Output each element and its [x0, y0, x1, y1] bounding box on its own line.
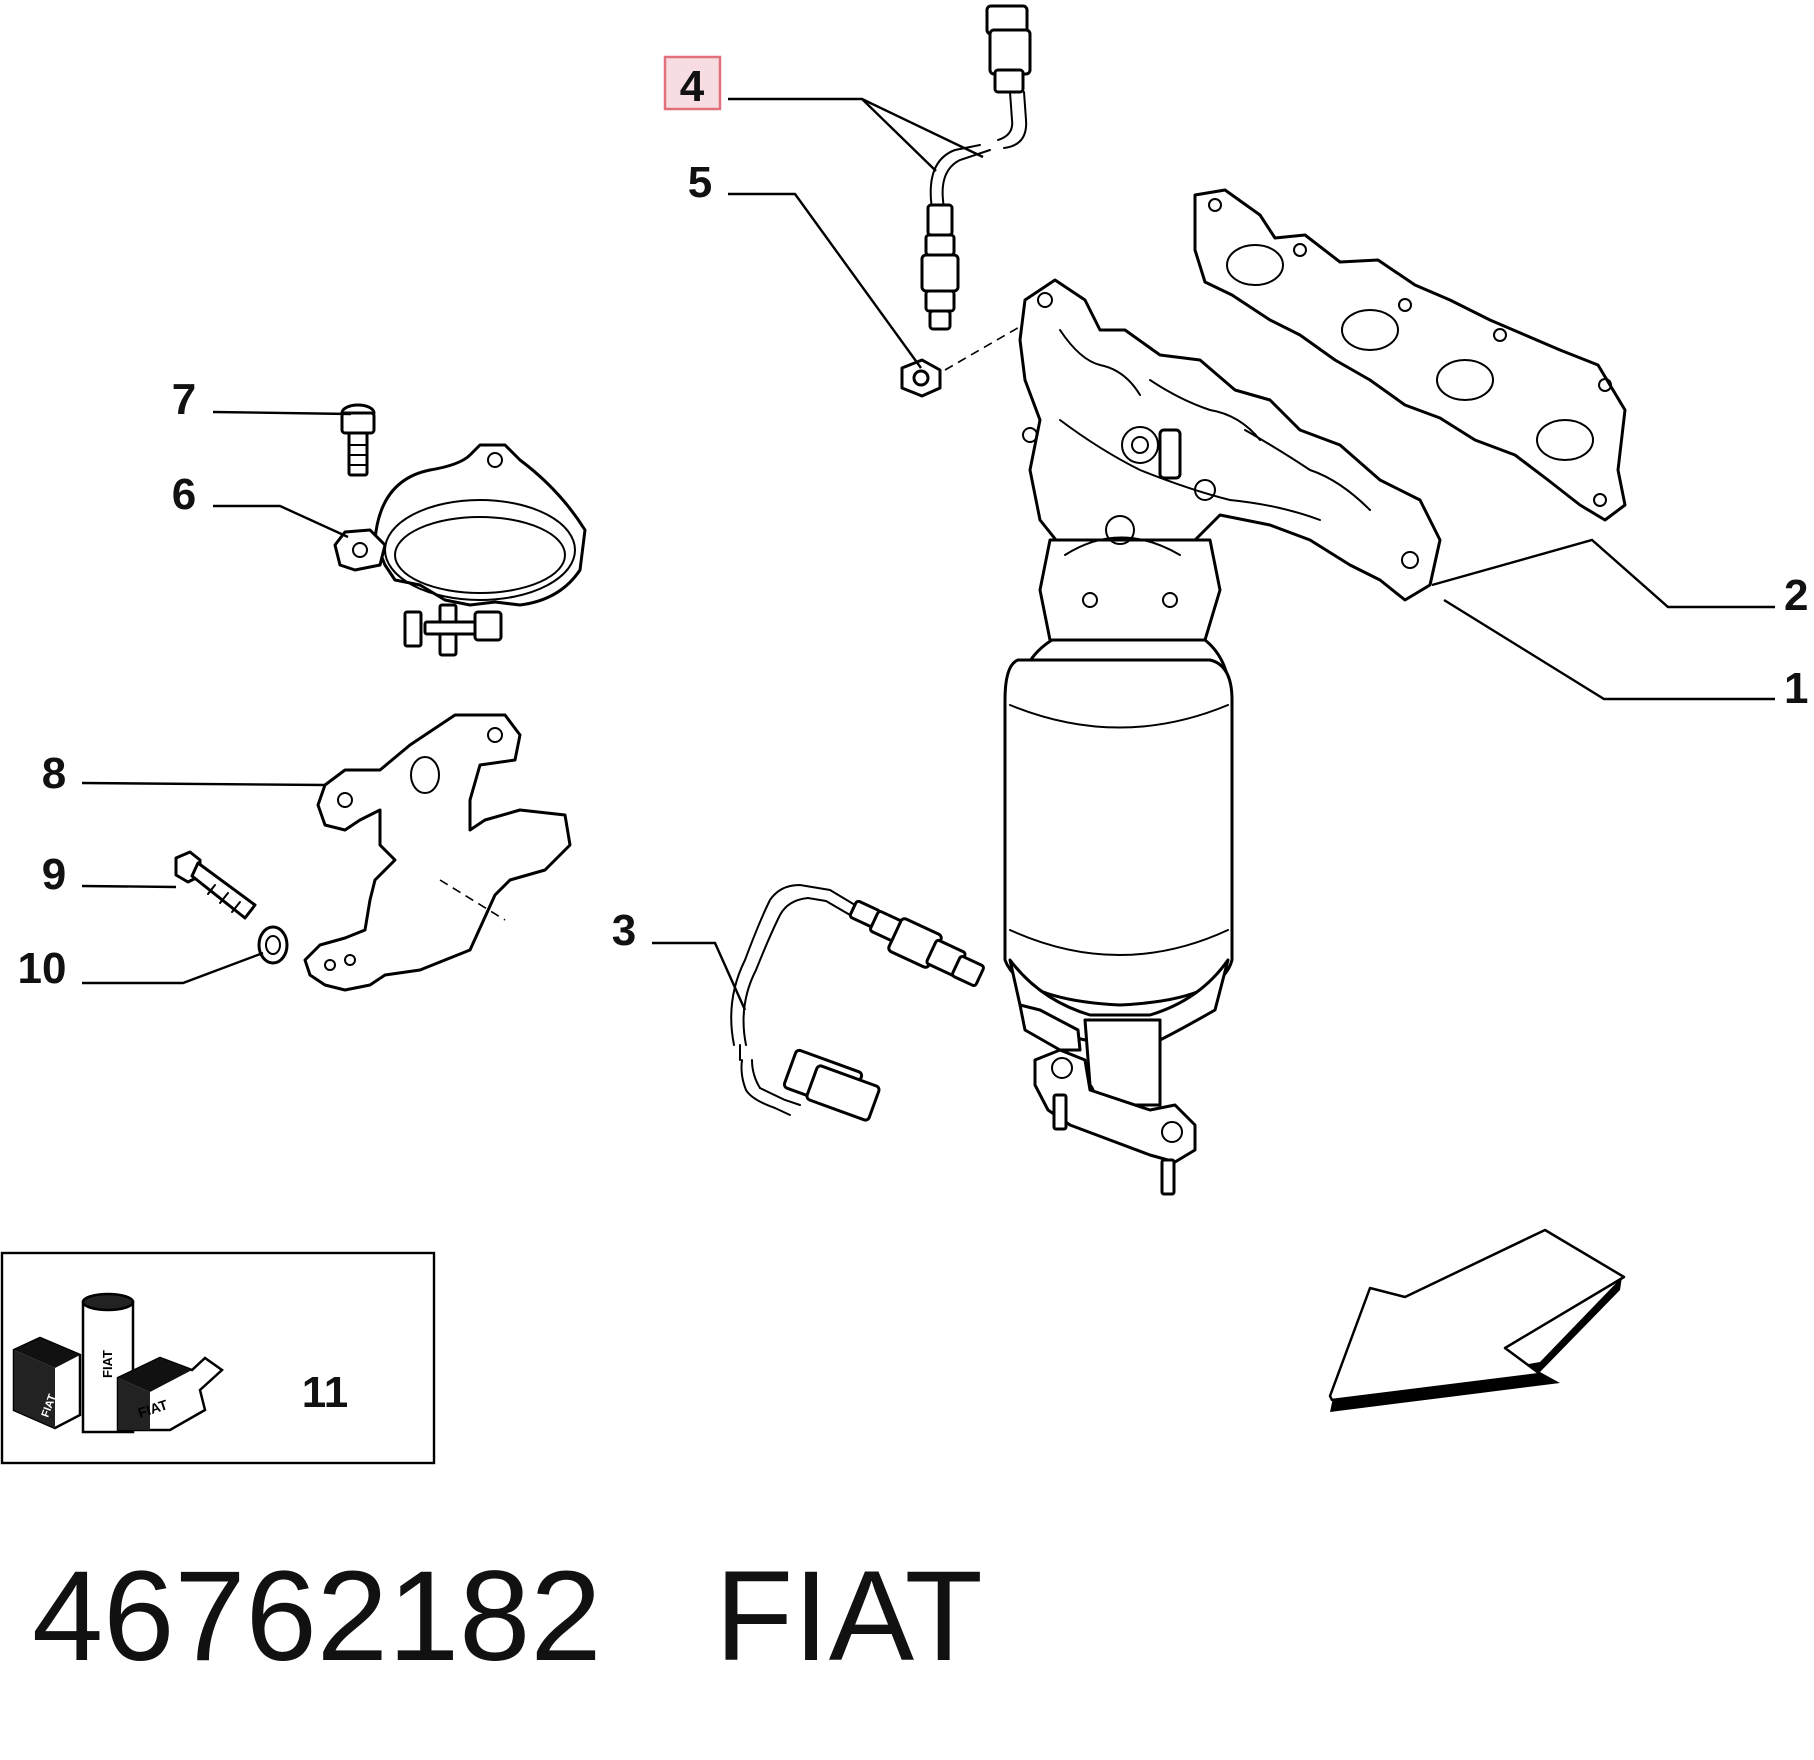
- callout-3[interactable]: 3: [612, 906, 636, 955]
- callout-7[interactable]: 7: [172, 375, 196, 424]
- callout-2[interactable]: 2: [1784, 571, 1808, 620]
- part-6-clamp[interactable]: [333, 443, 587, 657]
- callout-4[interactable]: 4: [680, 62, 705, 111]
- part-2-manifold-gasket[interactable]: [1193, 188, 1627, 522]
- callout-10[interactable]: 10: [18, 944, 67, 993]
- callout-11[interactable]: 11: [302, 1368, 349, 1417]
- callout-9[interactable]: 9: [42, 850, 66, 899]
- part-8-bracket[interactable]: [303, 713, 572, 992]
- callout-1[interactable]: 1: [1784, 664, 1808, 713]
- callout-4-highlight: [663, 55, 722, 111]
- arrow-down-left-icon: [1328, 1228, 1626, 1412]
- part-9-bolt[interactable]: [174, 850, 257, 920]
- fiat-lubricant-icon: FIAT FIAT FIAT: [12, 1292, 224, 1434]
- brand-name: FIAT: [715, 1545, 983, 1688]
- part-1-exhaust-manifold-catalytic-converter[interactable]: [1003, 278, 1442, 1196]
- part-4-oxygen-sensor-upper[interactable]: [920, 4, 1032, 331]
- legend-box: FIAT FIAT FIAT 11: [0, 1251, 436, 1465]
- part-number: 46762182: [32, 1545, 602, 1688]
- callout-8[interactable]: 8: [42, 749, 66, 798]
- part-10-washer[interactable]: [257, 925, 289, 965]
- callout-6[interactable]: 6: [172, 470, 196, 519]
- part-3-oxygen-sensor-lower[interactable]: [730, 883, 985, 1122]
- leader-lines: [81, 97, 1775, 1011]
- part-7-bolt[interactable]: [340, 403, 376, 477]
- part-5-nut[interactable]: [900, 358, 942, 398]
- svg-text:FIAT: FIAT: [100, 1350, 115, 1378]
- callout-5[interactable]: 5: [688, 158, 712, 207]
